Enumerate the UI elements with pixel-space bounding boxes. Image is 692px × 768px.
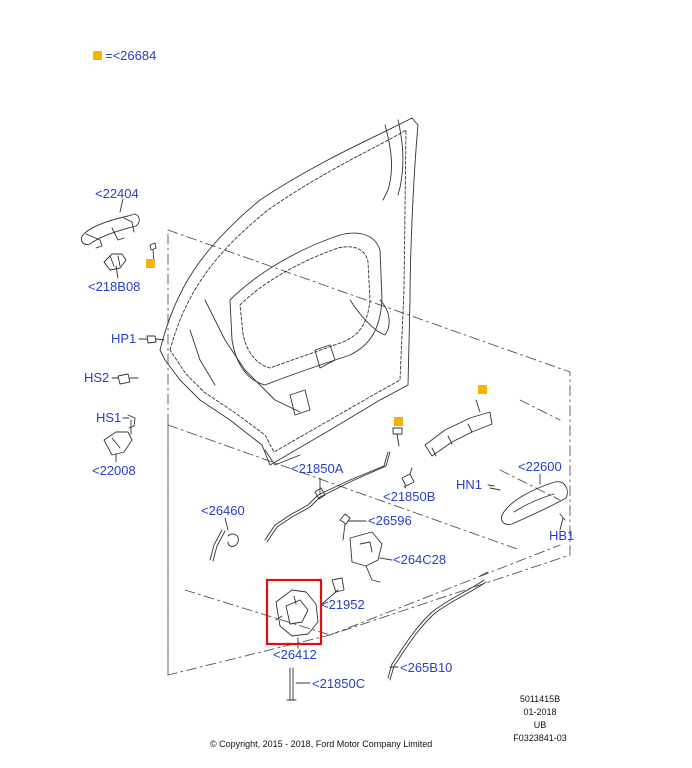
- handle-pad-part: [103, 431, 133, 456]
- exterior-handle-part: [81, 213, 140, 249]
- drawing-code-3: UB: [533, 720, 547, 730]
- interior-handle-part: [489, 481, 568, 525]
- callout-22600[interactable]: <22600: [518, 459, 562, 474]
- leader-lines: [111, 198, 564, 684]
- callout-22008[interactable]: <22008: [92, 463, 136, 478]
- rod-26460: [209, 529, 239, 562]
- assembly-outline: [167, 229, 571, 676]
- rod-clip-21850B: [401, 467, 415, 487]
- hs1-fastener-part: [127, 414, 136, 435]
- marker-26684-icon: [394, 417, 403, 426]
- rod-21850A: [264, 451, 391, 543]
- callout-26460[interactable]: <26460: [201, 503, 245, 518]
- callout-HP1[interactable]: HP1: [111, 331, 137, 346]
- hs2-fastener-part: [117, 373, 139, 385]
- marker-26684-icon: [146, 259, 155, 268]
- marker-26684-icon: [478, 385, 487, 394]
- copyright-text: © Copyright, 2015 - 2018, Ford Motor Com…: [210, 739, 433, 749]
- legend-square-icon: [93, 51, 102, 60]
- bracket-264C28: [349, 531, 383, 583]
- callout-26412[interactable]: <26412: [273, 647, 317, 662]
- door-latch-part: [275, 589, 319, 637]
- legend-text: =<26684: [105, 48, 157, 63]
- handle-reinforcement-part: [424, 399, 493, 457]
- callout-21850A[interactable]: <21850A: [291, 461, 344, 476]
- callout-22404[interactable]: <22404: [95, 186, 139, 201]
- callout-21850C[interactable]: <21850C: [312, 676, 366, 691]
- hp1-fastener-part: [146, 335, 165, 344]
- callout-26596[interactable]: <26596: [368, 513, 412, 528]
- callout-218B08[interactable]: <218B08: [88, 279, 141, 294]
- drawing-code-4: F0323841-03: [513, 733, 567, 743]
- door-inner-panel: [159, 117, 419, 466]
- rod-21850C: [286, 667, 297, 701]
- callout-264C28[interactable]: <264C28: [393, 552, 447, 567]
- callout-265B10[interactable]: <265B10: [400, 660, 453, 675]
- lock-bolt-part: [392, 427, 403, 447]
- clip-26596: [339, 513, 351, 541]
- spring-21952: [331, 577, 345, 593]
- callout-HN1[interactable]: HN1: [456, 477, 483, 492]
- callout-HS1[interactable]: HS1: [96, 410, 122, 425]
- drawing-code-1: 5011415B: [519, 694, 561, 704]
- callout-21952[interactable]: <21952: [321, 597, 365, 612]
- drawing-code-2: 01-2018: [523, 707, 557, 717]
- callout-21850B[interactable]: <21850B: [383, 489, 436, 504]
- cable-265B10: [387, 571, 489, 681]
- handle-bracket-part: [103, 253, 127, 271]
- callout-HS2[interactable]: HS2: [84, 370, 110, 385]
- highlight-box: [265, 578, 323, 646]
- callout-HB1[interactable]: HB1: [549, 528, 575, 543]
